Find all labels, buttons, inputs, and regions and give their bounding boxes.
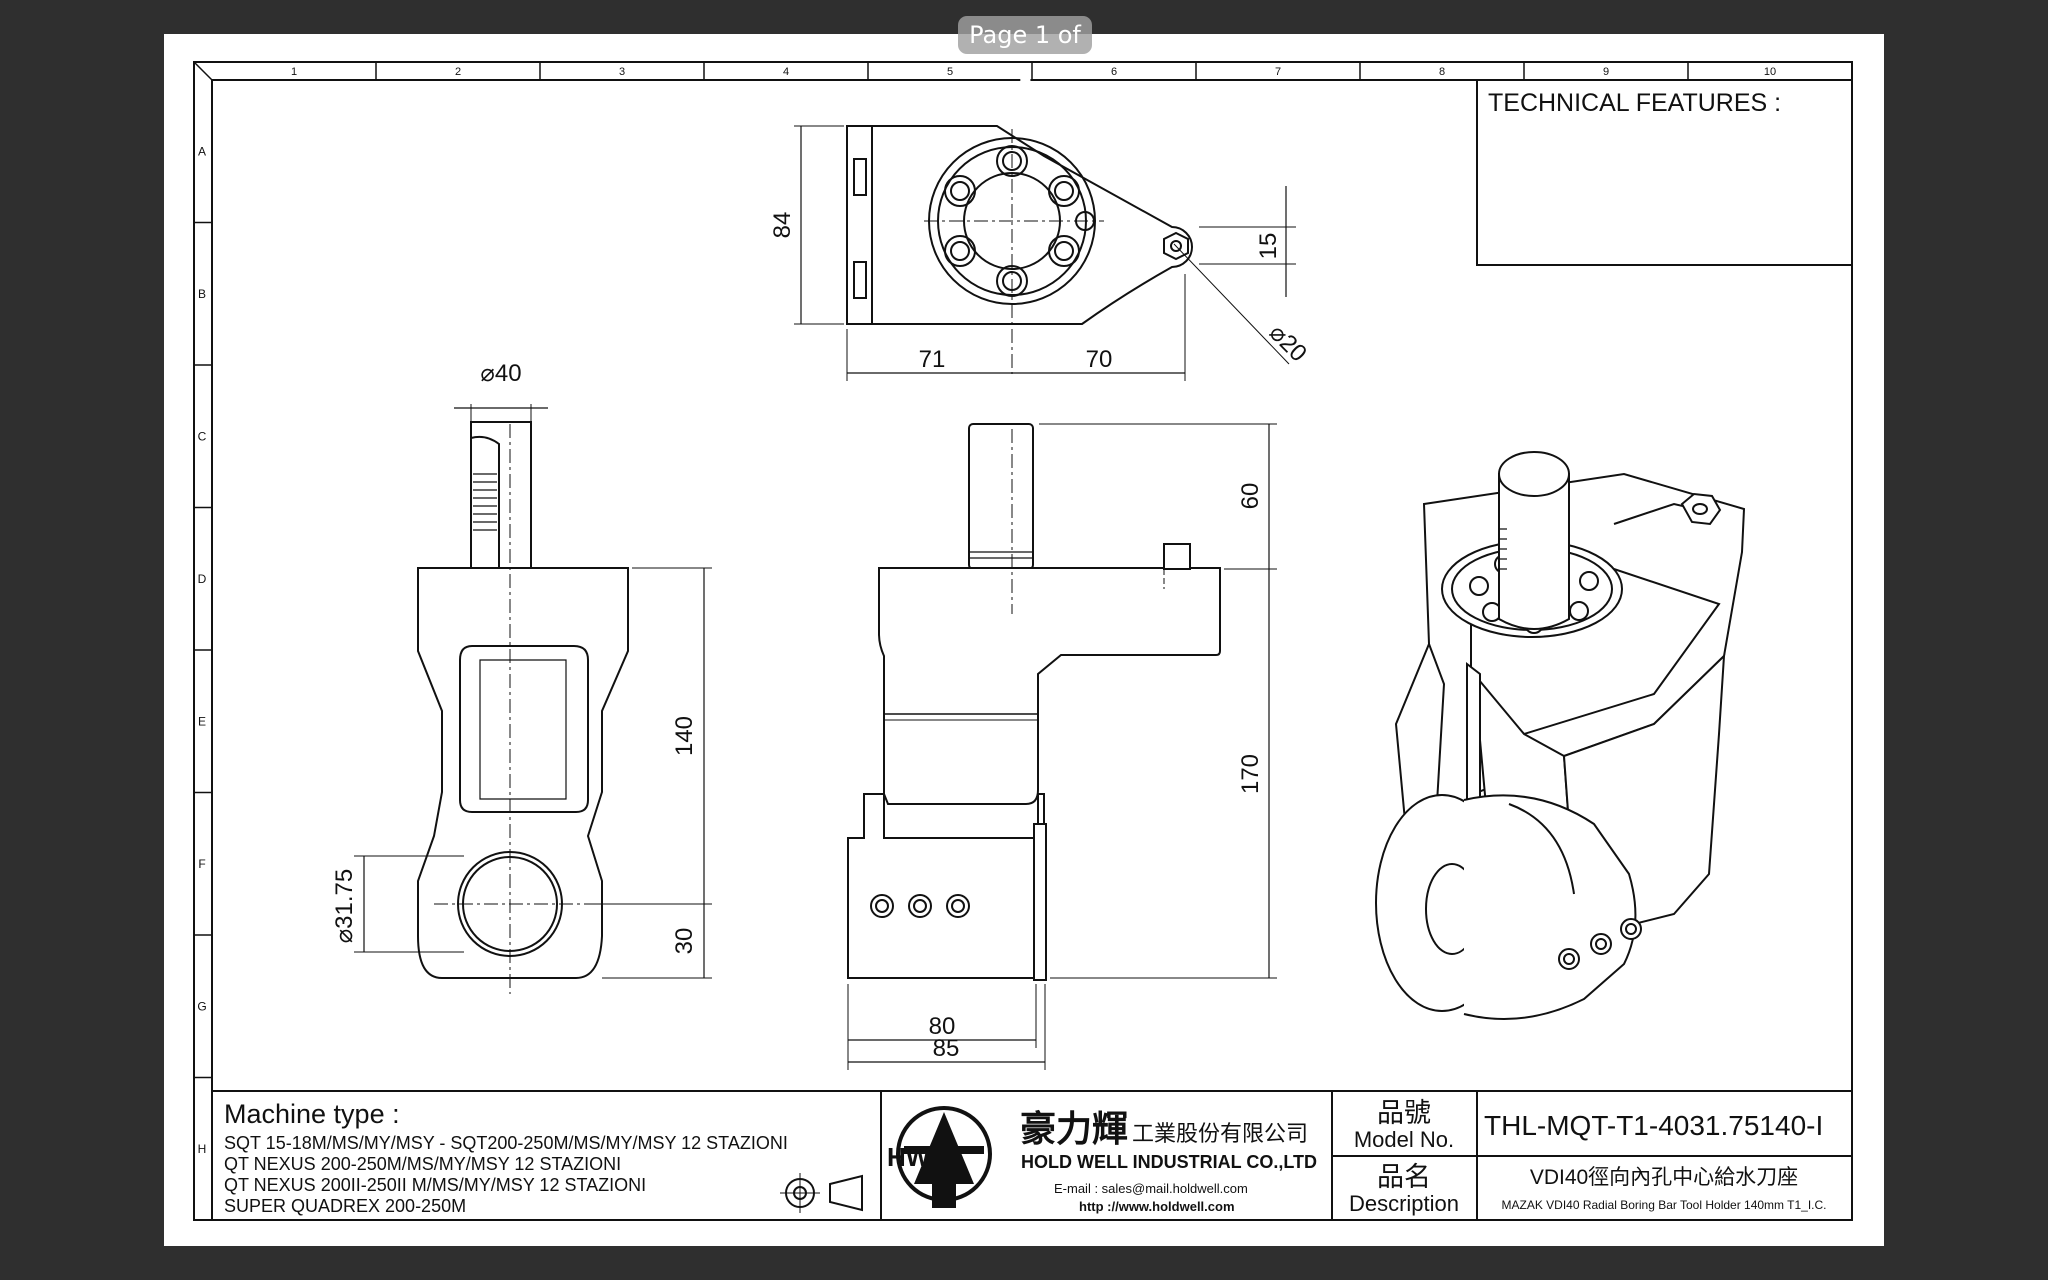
features-box: [1476, 79, 1853, 266]
row-label: G: [197, 999, 206, 1013]
side-view: [354, 404, 712, 994]
machine-type-title: Machine type :: [224, 1099, 400, 1129]
column-labels: 1 2 3 4 5 6 7 8 9 10: [291, 66, 1776, 78]
front-view: [847, 423, 1277, 1070]
column-label: 7: [1275, 66, 1281, 78]
dim-front-outer: 85: [933, 1035, 960, 1062]
company-website: http ://www.holdwell.com: [1079, 1199, 1235, 1214]
dim-front-inner: 80: [929, 1013, 956, 1040]
machine-line-2: QT NEXUS 200-250M/MS/MY/MSY 12 STAZIONI: [224, 1154, 621, 1174]
description-label-cn: 品名: [1377, 1162, 1431, 1192]
company-logo-icon: HW: [887, 1106, 992, 1208]
row-label: E: [198, 714, 206, 728]
row-label: D: [198, 572, 207, 586]
machine-line-3: QT NEXUS 200II-250II M/MS/MY/MSY 12 STAZ…: [224, 1175, 646, 1195]
company-name-cn: 豪力輝: [1020, 1108, 1128, 1149]
row-label: A: [198, 144, 206, 158]
dim-top-offset: 15: [1255, 233, 1282, 260]
dim-top-height: 84: [769, 212, 796, 239]
technical-drawing: 1 2 3 4 5 6 7 8 9 10 A B C D E F G H TECHNICAL FEATURES …: [193, 61, 1853, 1221]
title-block: [212, 1090, 1852, 1220]
column-label: 8: [1439, 66, 1445, 78]
description-en: MAZAK VDI40 Radial Boring Bar Tool Holde…: [1501, 1198, 1826, 1212]
machine-line-1: SQT 15-18M/MS/MY/MSY - SQT200-250M/MS/MY…: [224, 1133, 788, 1153]
column-label: 9: [1603, 66, 1609, 78]
row-labels: A B C D E F G H: [197, 144, 206, 1156]
company-suffix-cn: 工業股份有限公司: [1132, 1121, 1308, 1146]
model-label-cn: 品號: [1377, 1098, 1431, 1128]
row-label: B: [198, 287, 206, 301]
column-label: 6: [1111, 66, 1117, 78]
top-view: [794, 125, 1296, 381]
row-ticks: [194, 221, 212, 1079]
company-email: E-mail : sales@mail.holdwell.com: [1054, 1181, 1248, 1196]
description-cn: VDI40徑向內孔中心給水刀座: [1530, 1166, 1798, 1189]
dim-side-height: 140: [671, 716, 698, 756]
drawing-sheet: 1 2 3 4 5 6 7 8 9 10 A B C D E F G H TECHNICAL FEATURES …: [164, 34, 1884, 1246]
dim-front-height: 170: [1237, 754, 1264, 794]
column-label: 4: [783, 66, 789, 78]
features-title: TECHNICAL FEATURES :: [1488, 89, 1781, 117]
row-label: F: [198, 857, 205, 871]
column-label: 5: [947, 66, 953, 78]
column-label: 10: [1764, 66, 1776, 78]
dim-side-bore: ⌀31.75: [331, 869, 358, 944]
column-label: 3: [619, 66, 625, 78]
dim-top-dia: ⌀20: [1264, 319, 1312, 367]
column-label: 1: [291, 66, 297, 78]
isometric-view: [1375, 451, 1746, 1020]
row-label: C: [198, 429, 207, 443]
model-label-en: Model No.: [1354, 1127, 1454, 1152]
company-name-en: HOLD WELL INDUSTRIAL CO.,LTD: [1021, 1152, 1317, 1172]
dim-top-right: 70: [1086, 346, 1113, 373]
machine-line-4: SUPER QUADREX 200-250M: [224, 1196, 466, 1216]
model-number: THL-MQT-T1-4031.75140-I: [1484, 1110, 1823, 1141]
dim-side-shank: ⌀40: [480, 360, 521, 387]
column-label: 2: [455, 66, 461, 78]
dim-side-bottom: 30: [671, 928, 698, 955]
row-label: H: [198, 1142, 207, 1156]
svg-text:HW: HW: [887, 1142, 931, 1172]
description-label-en: Description: [1349, 1191, 1459, 1216]
column-ticks: [375, 62, 1689, 80]
dim-front-shank: 60: [1237, 483, 1264, 510]
dim-top-left: 71: [919, 346, 946, 373]
page-indicator: Page 1 of 1: [958, 16, 1092, 87]
projection-symbol-icon: [780, 1173, 863, 1213]
